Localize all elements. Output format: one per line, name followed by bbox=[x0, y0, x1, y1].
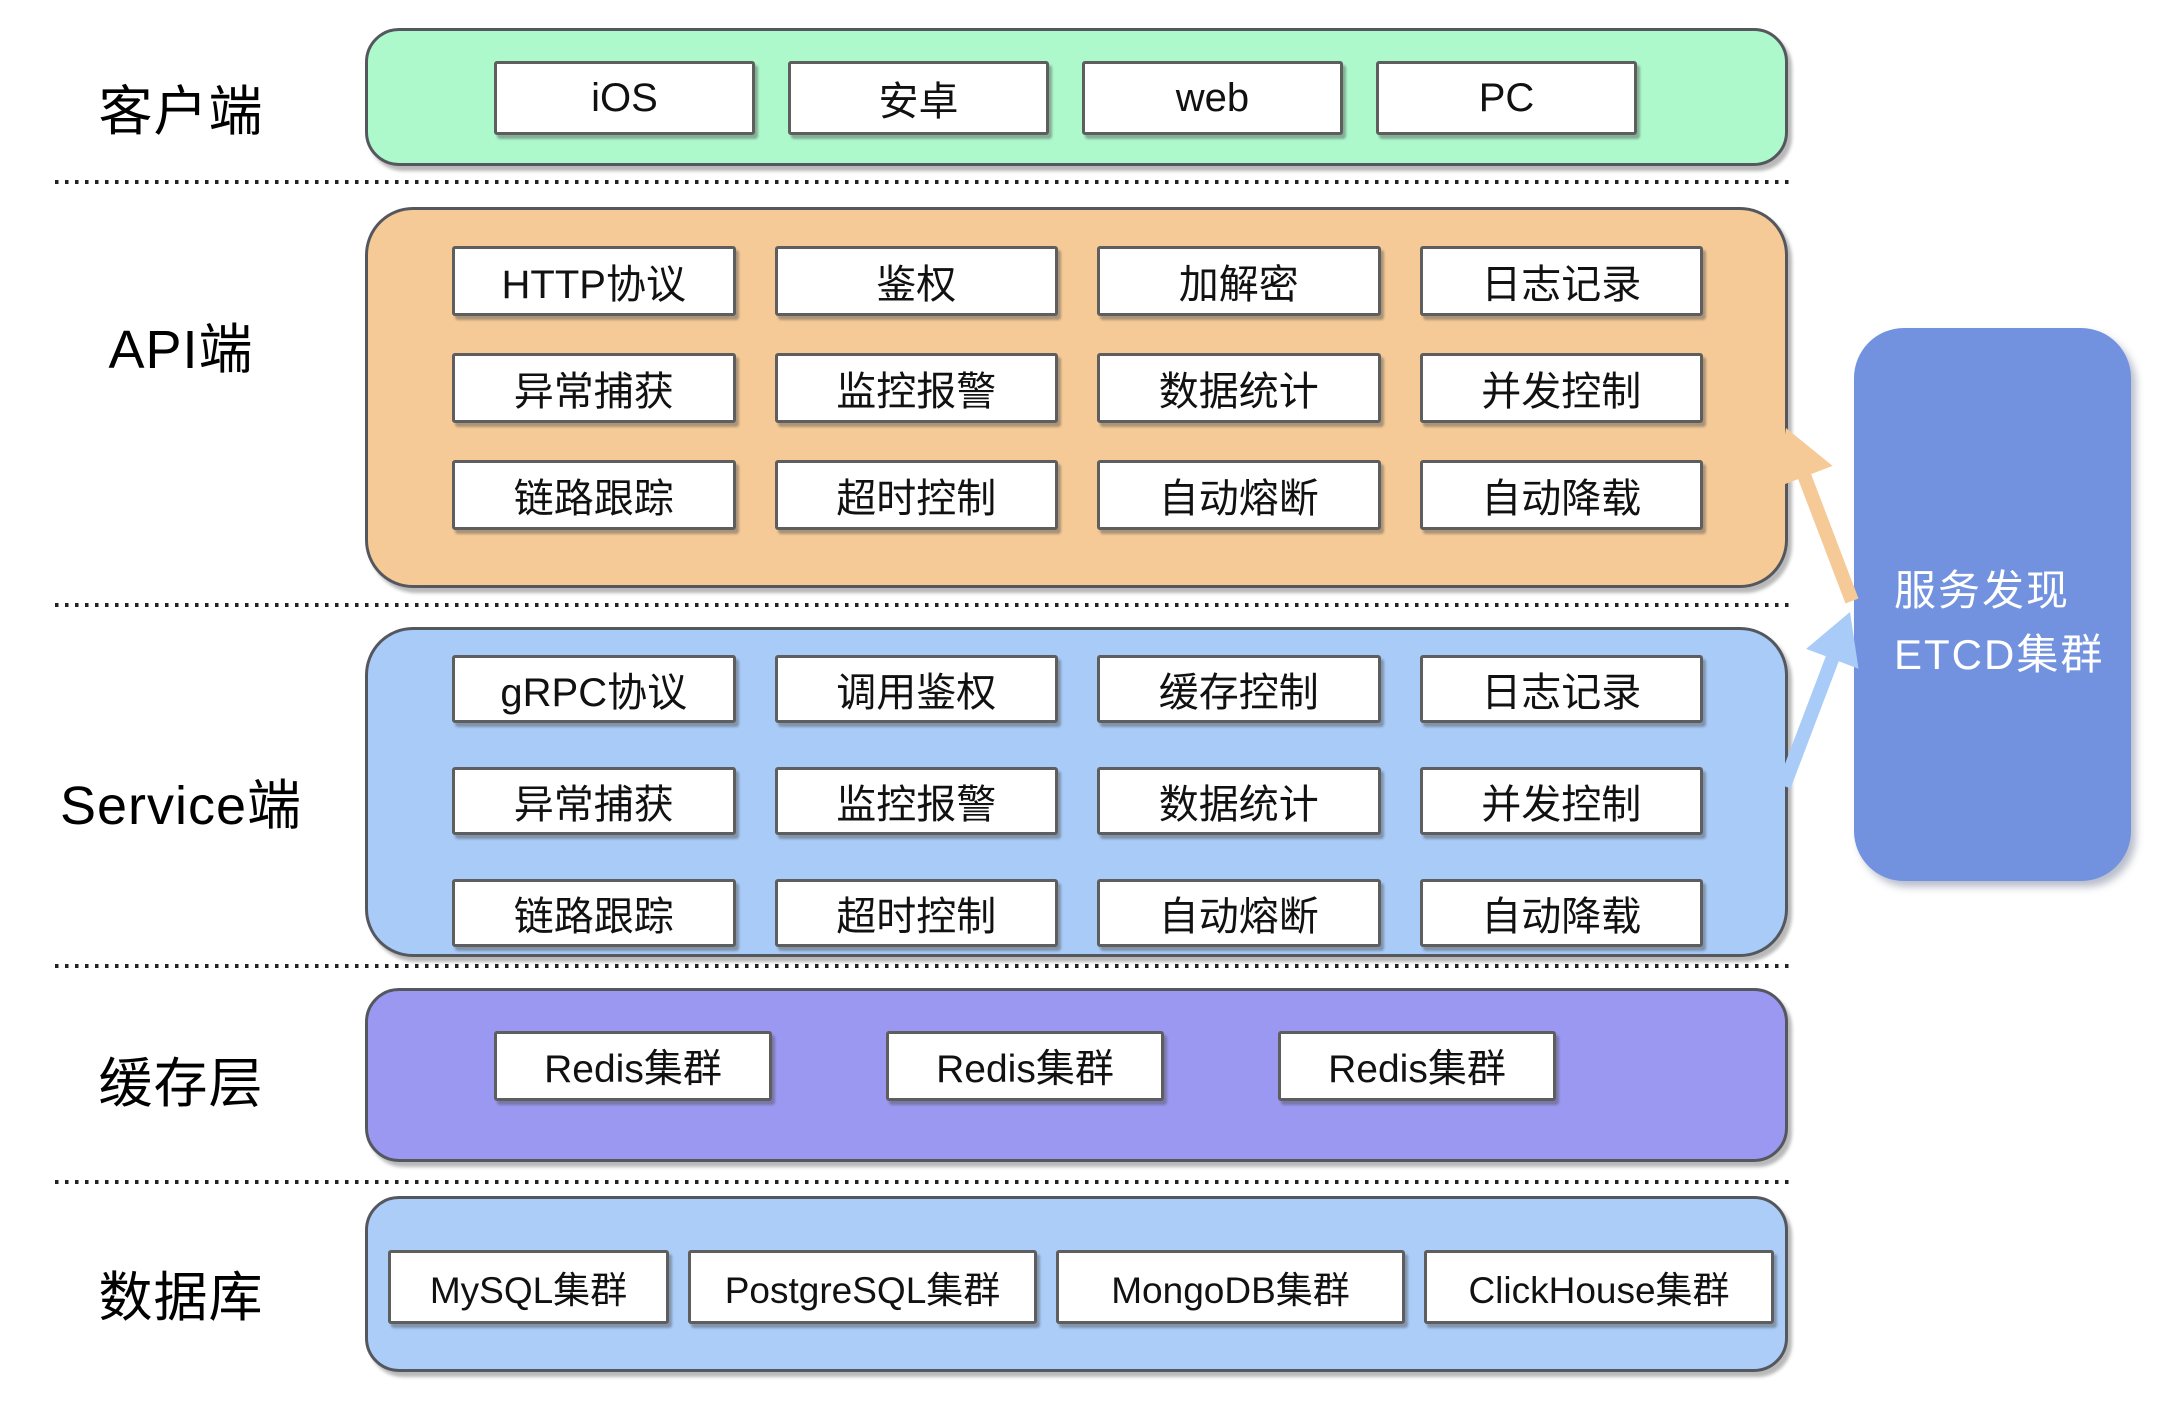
item-box: 超时控制 bbox=[774, 460, 1058, 530]
label-service-layer: Service端 bbox=[59, 776, 303, 836]
label-api-layer: API端 bbox=[108, 320, 254, 380]
item-box: 链路跟踪 bbox=[452, 879, 736, 947]
discovery-title-line1: 服务发现 bbox=[1894, 566, 2071, 614]
item-box: MongoDB集群 bbox=[1056, 1250, 1405, 1324]
item-row: 异常捕获监控报警数据统计并发控制 bbox=[452, 767, 1703, 835]
item-box: PC bbox=[1376, 61, 1637, 135]
item-box: 鉴权 bbox=[774, 246, 1058, 316]
client-layer-box: iOS 安卓 web PC bbox=[365, 28, 1788, 166]
item-box: 缓存控制 bbox=[1097, 655, 1381, 723]
item-box: web bbox=[1082, 61, 1343, 135]
api-layer-box: HTTP协议鉴权加解密日志记录异常捕获监控报警数据统计并发控制链路跟踪超时控制自… bbox=[365, 207, 1788, 588]
item-row: 链路跟踪超时控制自动熔断自动降载 bbox=[452, 879, 1703, 947]
item-row: 链路跟踪超时控制自动熔断自动降载 bbox=[452, 460, 1703, 530]
item-row: gRPC协议调用鉴权缓存控制日志记录 bbox=[452, 655, 1703, 723]
item-box: 异常捕获 bbox=[452, 767, 736, 835]
item-box: Redis集群 bbox=[1278, 1031, 1556, 1101]
item-box: MySQL集群 bbox=[388, 1250, 669, 1324]
separator-client-api bbox=[55, 180, 1792, 184]
item-box: 异常捕获 bbox=[452, 353, 736, 423]
item-box: 监控报警 bbox=[774, 767, 1058, 835]
label-db-layer: 数据库 bbox=[98, 1268, 264, 1328]
item-box: 链路跟踪 bbox=[452, 460, 736, 530]
item-box: gRPC协议 bbox=[452, 655, 736, 723]
arrow-service-to-etcd bbox=[1777, 612, 1859, 789]
arrow-etcd-to-api bbox=[1776, 428, 1859, 604]
item-box: 监控报警 bbox=[774, 353, 1058, 423]
label-cache-layer: 缓存层 bbox=[98, 1054, 264, 1114]
service-layer-box: gRPC协议调用鉴权缓存控制日志记录异常捕获监控报警数据统计并发控制链路跟踪超时… bbox=[365, 627, 1788, 957]
item-box: 自动熔断 bbox=[1097, 460, 1381, 530]
item-box: 并发控制 bbox=[1419, 767, 1703, 835]
item-box: 数据统计 bbox=[1097, 767, 1381, 835]
item-box: 日志记录 bbox=[1419, 655, 1703, 723]
item-row: HTTP协议鉴权加解密日志记录 bbox=[452, 246, 1703, 316]
item-box: HTTP协议 bbox=[452, 246, 736, 316]
cache-layer-box: Redis集群 Redis集群 Redis集群 bbox=[365, 988, 1788, 1162]
item-box: 超时控制 bbox=[774, 879, 1058, 947]
item-box: 加解密 bbox=[1097, 246, 1381, 316]
item-box: 调用鉴权 bbox=[774, 655, 1058, 723]
item-box: iOS bbox=[494, 61, 755, 135]
item-box: 自动熔断 bbox=[1097, 879, 1381, 947]
db-layer-box: MySQL集群 PostgreSQL集群 MongoDB集群 ClickHouse集群 bbox=[365, 1196, 1788, 1372]
item-row: 异常捕获监控报警数据统计并发控制 bbox=[452, 353, 1703, 423]
item-box: ClickHouse集群 bbox=[1424, 1250, 1774, 1324]
item-box: 日志记录 bbox=[1419, 246, 1703, 316]
item-box: Redis集群 bbox=[494, 1031, 772, 1101]
item-box: 自动降载 bbox=[1419, 879, 1703, 947]
item-box: 安卓 bbox=[788, 61, 1049, 135]
item-box: 自动降载 bbox=[1419, 460, 1703, 530]
label-client-layer: 客户端 bbox=[98, 82, 264, 142]
separator-cache-db bbox=[55, 1180, 1792, 1184]
item-box: 数据统计 bbox=[1097, 353, 1381, 423]
separator-api-service bbox=[55, 603, 1792, 607]
item-box: 并发控制 bbox=[1419, 353, 1703, 423]
discovery-title-line2: ETCD集群 bbox=[1894, 630, 2105, 678]
separator-service-cache bbox=[55, 964, 1792, 968]
item-box: PostgreSQL集群 bbox=[688, 1250, 1037, 1324]
service-discovery-etcd-box: 服务发现 ETCD集群 bbox=[1854, 328, 2131, 881]
item-box: Redis集群 bbox=[886, 1031, 1164, 1101]
